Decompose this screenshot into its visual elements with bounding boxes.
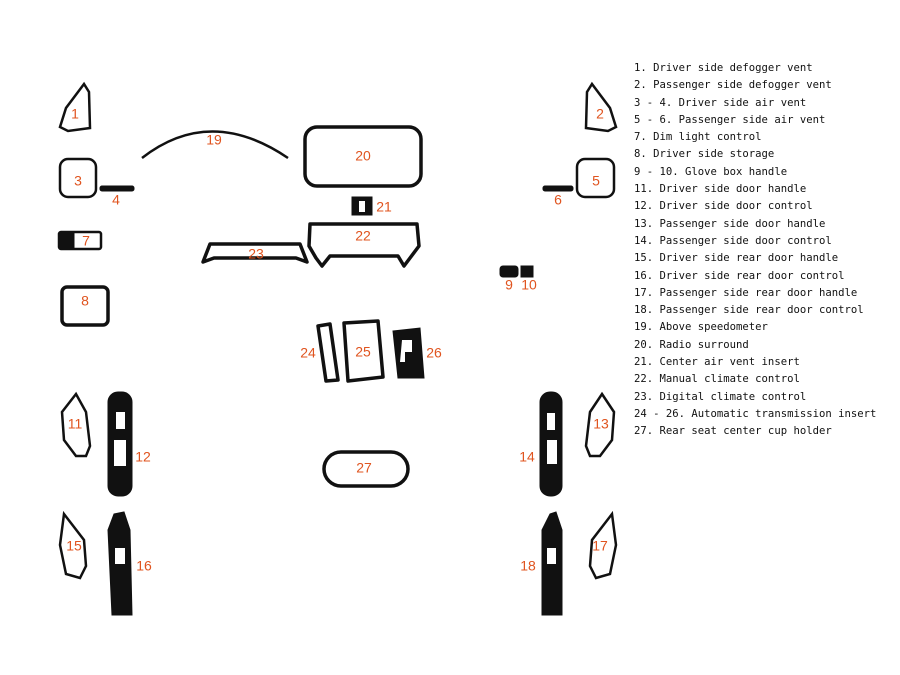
legend-item: 14. Passenger side door control [634,234,832,247]
legend-item: 19. Above speedometer [634,321,768,334]
part-17-outline [588,510,618,580]
part-3-outline [58,157,98,199]
part-8-number: 8 [81,293,89,309]
part-24-number: 24 [300,345,316,361]
part-4-number: 4 [112,192,120,208]
part-16-number: 16 [136,558,152,574]
trim-kit-diagram: 1 2 3 4 5 6 7 8 9 10 19 20 21 22 23 24 2… [57,81,618,616]
part-6-piece [542,185,574,192]
part-13-outline [584,391,616,458]
part-8-outline [60,285,110,327]
part-22-number: 22 [355,228,371,244]
legend-item: 27. Rear seat center cup holder [634,425,832,438]
part-23-outline [201,242,309,264]
part-15-number: 15 [66,538,82,554]
part-27-outline [322,450,410,488]
legend-item: 22. Manual climate control [634,373,800,386]
part-7-fill [59,232,75,249]
legend-item: 21. Center air vent insert [634,356,800,369]
part-18-cutout [547,548,556,564]
legend-item: 15. Driver side rear door handle [634,252,839,265]
part-25-number: 25 [355,344,371,360]
legend-item: 18. Passenger side rear door control [634,304,864,317]
part-1-outline [58,81,92,133]
legend-item: 17. Passenger side rear door handle [634,286,858,299]
part-26-number: 26 [426,345,442,361]
legend-item: 2. Passenger side defogger vent [634,79,832,92]
legend-item: 8. Driver side storage [634,148,775,161]
part-10-piece [520,265,534,278]
part-17-number: 17 [592,538,608,554]
part-19-number: 19 [206,132,222,148]
part-2-number: 2 [596,106,604,122]
part-12-cutout-a [116,412,125,429]
part-24-outline [316,322,340,383]
part-9-number: 9 [505,277,513,293]
legend-item: 12. Driver side door control [634,200,813,213]
legend-item: 7. Dim light control [634,131,762,144]
part-4-piece [99,185,135,192]
part-19-outline [141,130,289,160]
part-20-number: 20 [355,148,371,164]
legend-item: 3 - 4. Driver side air vent [634,96,807,109]
part-5-outline [575,157,616,199]
part-5-number: 5 [592,173,600,189]
part-6-number: 6 [554,192,562,208]
part-22-outline [307,222,421,268]
part-7-outline [57,230,103,251]
parts-legend: 1. Driver side defogger vent 2. Passenge… [634,60,896,441]
part-26-piece [392,327,425,379]
part-7-number: 7 [82,233,90,249]
part-14-cutout-a [547,413,555,430]
part-20-outline [303,125,423,188]
part-13-number: 13 [593,416,609,432]
part-23-number: 23 [248,246,264,262]
part-16-cutout [115,548,125,564]
part-3-number: 3 [74,173,82,189]
part-2-outline [584,81,618,133]
part-26-cutout [400,340,412,362]
legend-item: 16. Driver side rear door control [634,269,845,282]
part-14-number: 14 [519,449,535,465]
part-11-outline [60,391,92,458]
legend-item: 9 - 10. Glove box handle [634,165,788,178]
legend-item: 24 - 26. Automatic transmission insert [634,407,877,420]
legend-item: 1. Driver side defogger vent [634,62,813,74]
part-21-number: 21 [376,199,392,215]
legend-item: 5 - 6. Passenger side air vent [634,113,826,126]
part-18-number: 18 [520,558,536,574]
part-27-number: 27 [356,460,372,476]
legend-item: 11. Driver side door handle [634,183,807,196]
legend-item: 23. Digital climate control [634,390,807,403]
part-12-cutout-b [114,440,126,466]
part-15-outline [58,510,88,580]
part-14-cutout-b [547,440,557,464]
part-25-outline [342,319,385,383]
part-1-number: 1 [71,106,79,122]
part-10-number: 10 [521,277,537,293]
legend-item: 13. Passenger side door handle [634,217,826,230]
legend-item: 20. Radio surround [634,338,749,351]
part-9-piece [499,265,519,278]
part-21-inner [359,201,365,212]
part-12-number: 12 [135,449,151,465]
part-11-number: 11 [68,416,83,432]
